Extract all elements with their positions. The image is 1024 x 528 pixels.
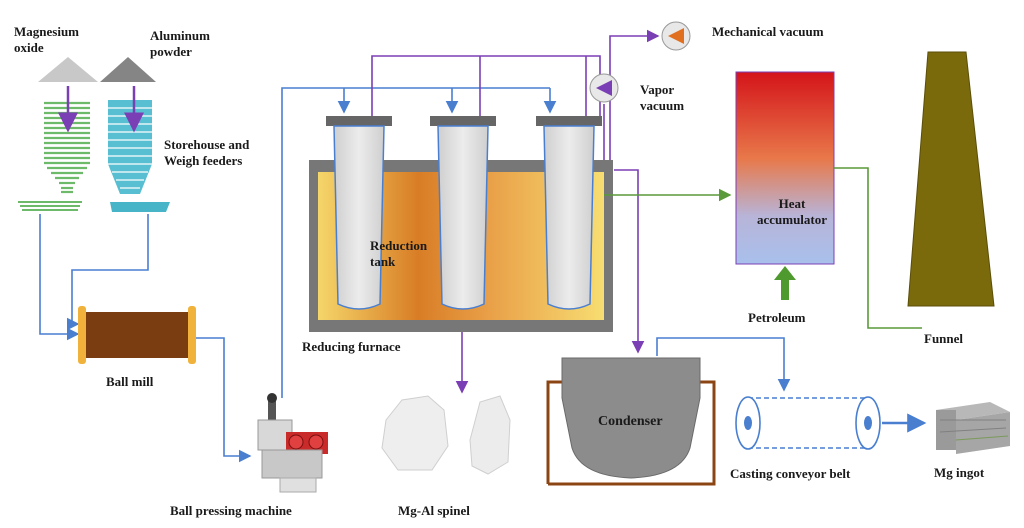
heat-accumulator-label: Heat accumulator — [756, 196, 828, 227]
storehouse-label: Storehouse and Weigh feeders — [164, 137, 250, 168]
mill-to-press-line — [196, 337, 252, 463]
petroleum-arrow — [774, 266, 796, 300]
reduction-tank-3 — [536, 116, 602, 310]
ball-pressing-machine — [257, 393, 328, 493]
press-to-tanks-line — [281, 87, 550, 398]
mg-al-spinel-rocks — [381, 395, 511, 475]
reducing-furnace-label: Reducing furnace — [302, 339, 401, 354]
mgo-to-mill-line — [39, 214, 80, 341]
funnel-label: Funnel — [924, 331, 964, 346]
mg-ingot-stack — [936, 402, 1010, 454]
aluminum-powder-pile — [100, 57, 156, 82]
vacuum-manifold-line — [371, 55, 601, 116]
magnesium-oxide-pile — [38, 57, 98, 82]
heat-accumulator — [735, 71, 835, 265]
ball-mill — [78, 306, 196, 364]
mg-al-spinel-label: Mg-Al spinel — [398, 503, 470, 518]
condenser-label: Condenser — [598, 414, 663, 429]
petroleum-label: Petroleum — [748, 310, 806, 325]
al-storehouse-feeder — [108, 100, 170, 212]
to-mechanical-vacuum-line — [609, 29, 660, 160]
reduction-tank-1 — [326, 116, 392, 310]
ball-pressing-machine-label: Ball pressing machine — [170, 503, 292, 518]
magnesium-oxide-label: Magnesium oxide — [14, 24, 79, 55]
mg-ingot-label: Mg ingot — [934, 465, 985, 480]
casting-conveyor-belt — [735, 396, 881, 450]
funnel-chimney — [907, 51, 995, 307]
vapor-vacuum-pump-icon — [589, 73, 619, 103]
to-condenser-line — [614, 169, 645, 354]
condenser — [546, 357, 716, 486]
reduction-tank-2 — [430, 116, 496, 310]
al-to-mill-line — [66, 214, 149, 331]
mechanical-vacuum-label: Mechanical vacuum — [712, 24, 824, 39]
aluminum-powder-label: Aluminum powder — [150, 28, 210, 59]
mgo-storehouse-feeder — [18, 100, 90, 212]
casting-conveyor-belt-label: Casting conveyor belt — [730, 466, 851, 481]
condenser-to-conveyor-line — [656, 337, 791, 392]
heat-to-funnel-line — [834, 167, 922, 329]
mechanical-vacuum-pump-icon — [661, 21, 691, 51]
reduction-tank-label: Reduction tank — [370, 238, 428, 269]
vapor-vacuum-label: Vapor vacuum — [640, 82, 685, 113]
ball-mill-label: Ball mill — [106, 374, 154, 389]
